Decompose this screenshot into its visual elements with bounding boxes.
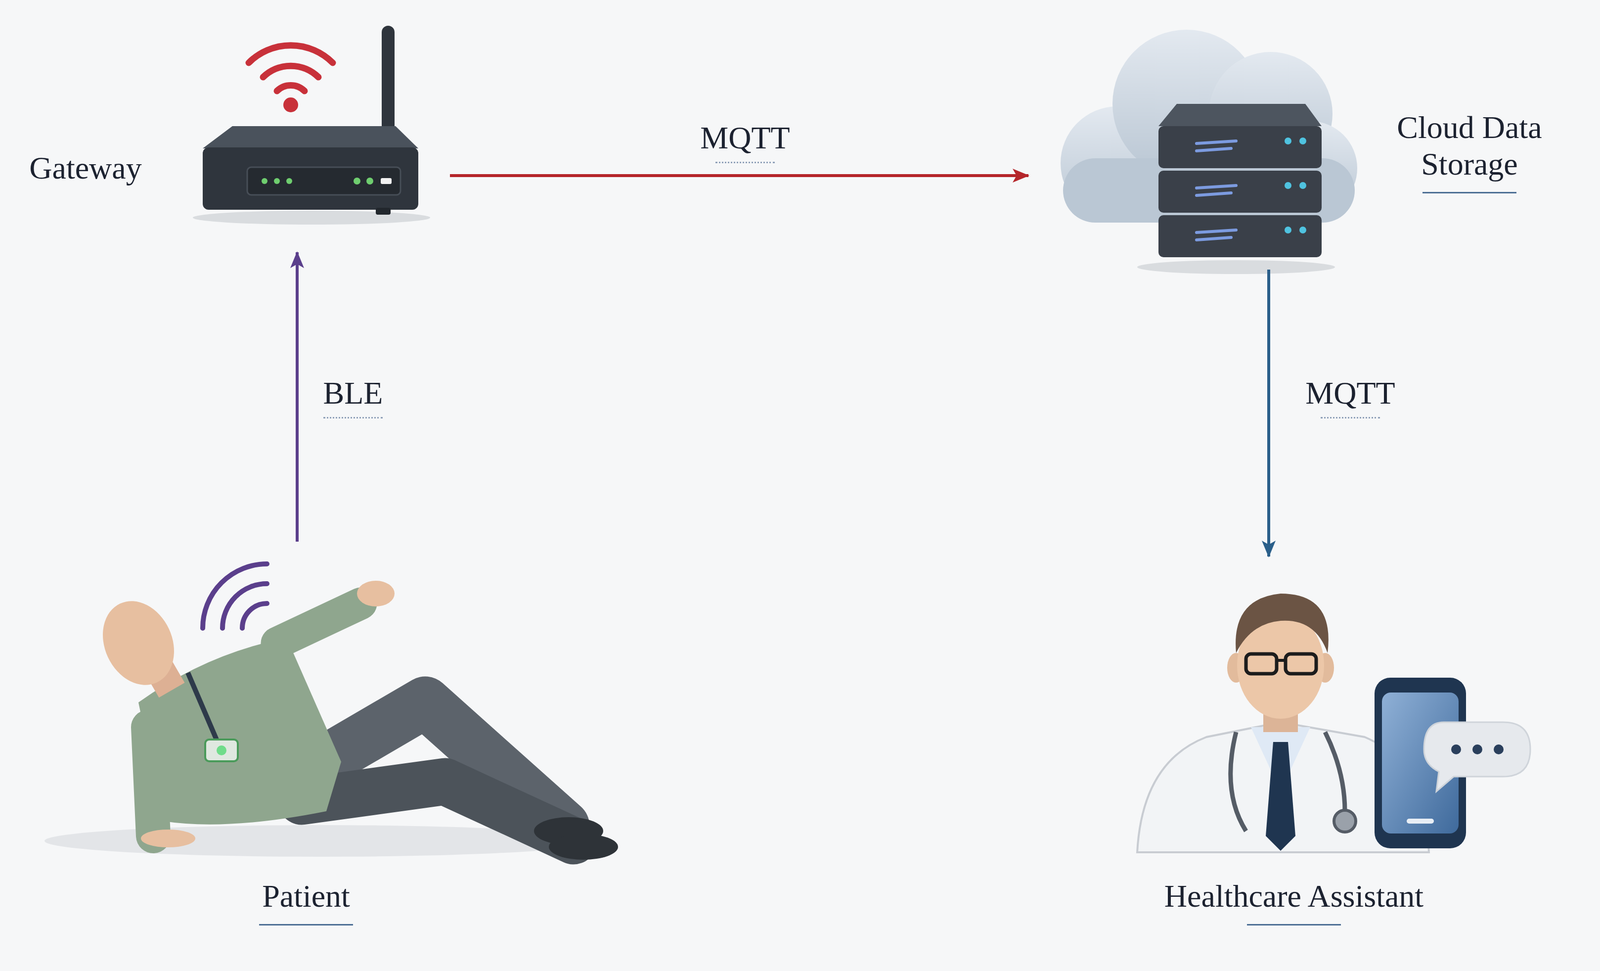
connector-arrow: [1267, 269, 1271, 557]
healthcare-assistant-node: Healthcare Assistant: [1117, 556, 1563, 947]
connector-arrow: [449, 174, 1029, 178]
doctor-figure: [1137, 593, 1531, 852]
connector-arrow: [295, 252, 299, 542]
patient-figure: [44, 563, 619, 860]
cloud-storage-node: Cloud Data Storage: [1028, 9, 1593, 270]
protocol-label: MQTT: [1300, 374, 1400, 412]
cloud-server-icon: [1060, 29, 1358, 274]
node-label: Healthcare Assistant: [1164, 877, 1424, 915]
protocol-label: BLE: [318, 374, 389, 412]
router-icon: [192, 25, 431, 225]
protocol-label: MQTT: [695, 119, 795, 157]
node-label: Cloud Data Storage: [1370, 109, 1569, 182]
gateway-node: Gateway: [14, 19, 450, 253]
node-label: Patient: [262, 877, 351, 915]
patient-node: Patient: [29, 541, 614, 947]
node-label: Gateway: [29, 149, 142, 187]
